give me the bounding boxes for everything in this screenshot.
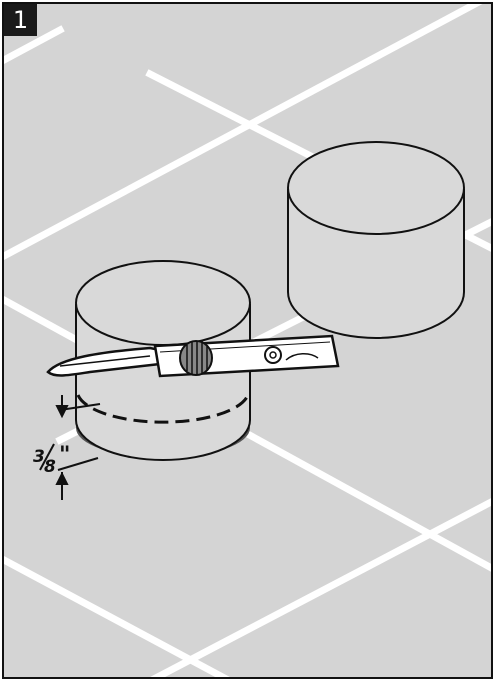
pipe-cover-left [75,260,251,461]
pipe-cover-right [287,141,465,339]
svg-text:8: 8 [44,457,56,477]
svg-text:3: 3 [33,447,45,467]
step-number-badge: 1 [4,4,37,36]
dimension-arrow-icon [55,395,101,500]
svg-text:": " [59,443,70,468]
measurement-label: 3 8 " [33,443,70,477]
cut-line [76,394,250,424]
utility-knife-icon [46,334,340,378]
